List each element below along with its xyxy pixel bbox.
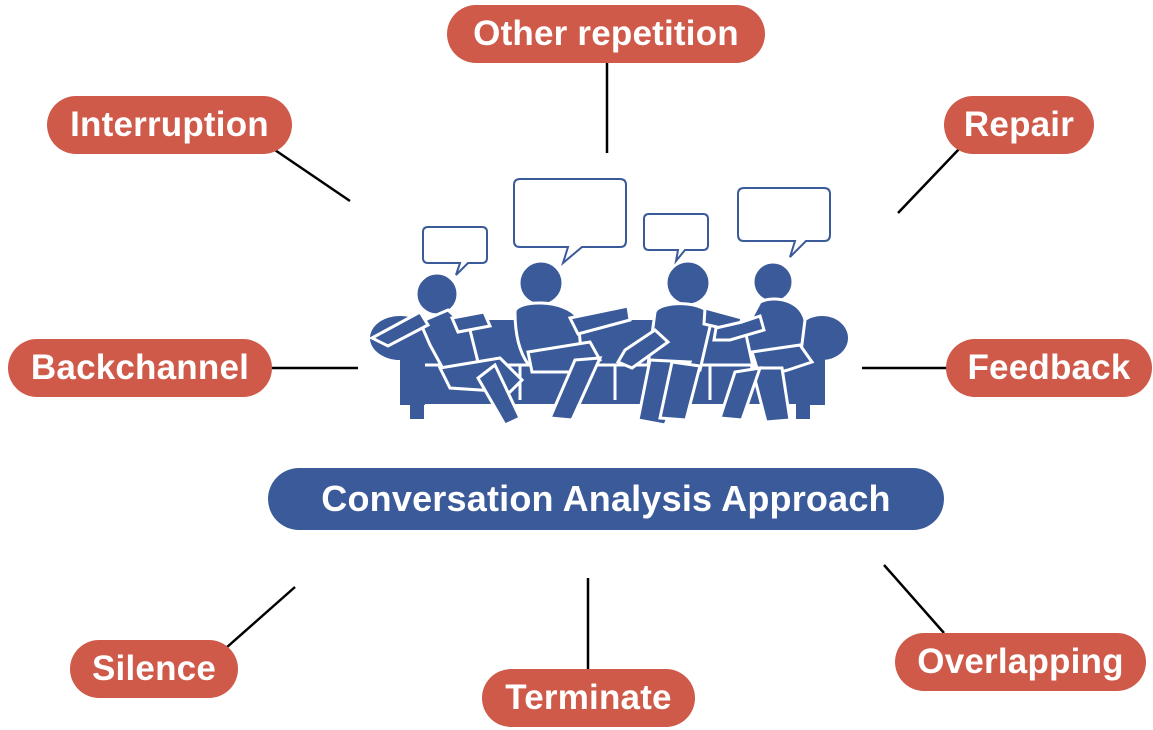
- concept-interruption: Interruption: [47, 96, 292, 154]
- concept-overlapping-label: Overlapping: [917, 642, 1124, 681]
- concept-silence: Silence: [70, 640, 238, 698]
- person-1-icon: [368, 271, 525, 427]
- person-3-icon: [615, 259, 744, 427]
- sofa-leg-right: [796, 403, 810, 419]
- concept-terminate: Terminate: [482, 669, 695, 727]
- speech-bubble-2-icon: [513, 178, 627, 266]
- concept-terminate-label: Terminate: [505, 678, 672, 717]
- concept-backchannel-label: Backchannel: [30, 348, 250, 387]
- speech-bubble-3-icon: [643, 213, 709, 265]
- connector-repair: [897, 147, 961, 214]
- sofa-leg-left: [410, 403, 424, 419]
- person-2-icon: [513, 259, 632, 422]
- concept-overlapping: Overlapping: [895, 633, 1146, 691]
- concept-feedback-label: Feedback: [967, 348, 1131, 387]
- concept-repair-label: Repair: [963, 105, 1075, 144]
- center-concept: Conversation Analysis Approach: [268, 468, 944, 530]
- concept-other-repetition: Other repetition: [447, 5, 765, 63]
- speech-bubble-1-icon: [422, 226, 488, 276]
- connector-silence: [225, 586, 296, 649]
- concept-backchannel: Backchannel: [8, 339, 272, 397]
- concept-other-repetition-label: Other repetition: [473, 14, 739, 53]
- connector-interruption: [271, 146, 351, 203]
- center-concept-label: Conversation Analysis Approach: [321, 478, 891, 519]
- connector-overlapping: [883, 564, 945, 634]
- concept-feedback: Feedback: [946, 339, 1152, 397]
- concept-repair: Repair: [944, 96, 1094, 154]
- concept-silence-label: Silence: [92, 649, 216, 688]
- concept-interruption-label: Interruption: [70, 105, 269, 144]
- speech-bubble-4-icon: [737, 187, 831, 258]
- person-4-icon: [712, 260, 815, 424]
